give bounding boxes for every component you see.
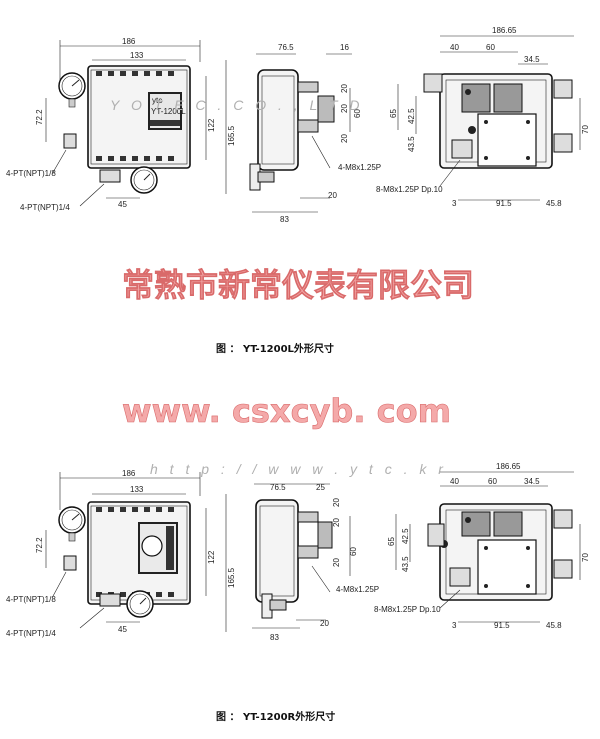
pressure-gauge-icon bbox=[58, 72, 86, 108]
svg-text:ytc: ytc bbox=[152, 96, 162, 105]
watermark-text: h t t p : / / w w w . y t c . k r bbox=[150, 461, 447, 477]
dim-label: 186.65 bbox=[492, 26, 517, 35]
dim-label: 60 bbox=[486, 43, 495, 52]
dim-label: 20 bbox=[328, 191, 337, 200]
caption-top: 图 ： YT-1200L外形尺寸 bbox=[216, 342, 334, 355]
pressure-gauge-icon bbox=[130, 166, 158, 194]
dim-label: 43.5 bbox=[401, 556, 410, 572]
dim-label: 25 bbox=[316, 483, 325, 492]
pressure-gauge-icon bbox=[126, 590, 154, 618]
dim-label: 20 bbox=[340, 134, 349, 143]
dim-label: 45.8 bbox=[546, 199, 562, 208]
pressure-gauge-icon bbox=[58, 506, 86, 542]
dim-label: 4-M8x1.25P bbox=[338, 163, 381, 172]
dim-label: 91.5 bbox=[494, 621, 510, 630]
top-front-view: ytc YT-1200L 186 133 72.2 122 165.5 bbox=[6, 37, 236, 212]
dim-label: 45.8 bbox=[546, 621, 562, 630]
dim-label: 186 bbox=[122, 37, 136, 46]
dim-label: 40 bbox=[450, 43, 459, 52]
nameplate: ytc YT-1200L bbox=[148, 92, 186, 130]
dim-label: 72.2 bbox=[35, 109, 44, 125]
dim-label: 83 bbox=[280, 215, 289, 224]
dim-label: 70 bbox=[581, 553, 590, 562]
dim-label: 8-M8x1.25P Dp.10 bbox=[376, 185, 443, 194]
svg-text:YT-1200L: YT-1200L bbox=[151, 107, 186, 116]
caption-bottom: 图 ： YT-1200R外形尺寸 bbox=[216, 710, 335, 723]
dim-label: 40 bbox=[450, 477, 459, 486]
dim-label: 186 bbox=[122, 469, 136, 478]
dim-label: 165.5 bbox=[227, 567, 236, 588]
dim-label: 83 bbox=[270, 633, 279, 642]
dim-label: 165.5 bbox=[227, 125, 236, 146]
bottom-front-view: 186 133 72.2 122 165.5 45 4-PT(NPT)1/8 4… bbox=[6, 469, 236, 638]
dim-label: 43.5 bbox=[407, 136, 416, 152]
dim-label: 60 bbox=[488, 477, 497, 486]
dim-label: 76.5 bbox=[278, 43, 294, 52]
dim-label: 76.5 bbox=[270, 483, 286, 492]
dim-label: 8-M8x1.25P Dp.10 bbox=[374, 605, 441, 614]
bottom-side-view: 76.5 25 20 20 60 20 4-M8x1.25P 20 83 bbox=[252, 483, 379, 642]
pressure-gauge-icon bbox=[261, 593, 287, 619]
dim-label: 133 bbox=[130, 485, 144, 494]
top-back-view: 186.65 40 60 34.5 65 42.5 43.5 70 8-M8x1… bbox=[376, 26, 590, 208]
dim-label: 65 bbox=[387, 537, 396, 546]
dim-label: 3 bbox=[452, 621, 457, 630]
dim-label: 20 bbox=[332, 518, 341, 527]
dim-label: 20 bbox=[340, 104, 349, 113]
nameplate bbox=[138, 522, 178, 574]
dim-label: 4-PT(NPT)1/8 bbox=[6, 169, 56, 178]
dim-label: 42.5 bbox=[401, 528, 410, 544]
pressure-gauge-icon bbox=[249, 163, 275, 191]
dim-label: 45 bbox=[118, 625, 127, 634]
dim-label: 20 bbox=[332, 498, 341, 507]
dim-label: 72.2 bbox=[35, 537, 44, 553]
dim-label: 60 bbox=[349, 547, 358, 556]
dim-label: 42.5 bbox=[407, 108, 416, 124]
dim-label: 45 bbox=[118, 200, 127, 209]
top-side-view: 76.5 16 20 20 60 20 4-M8x1.25P 20 83 bbox=[249, 43, 381, 224]
dim-label: 4-M8x1.25P bbox=[336, 585, 379, 594]
dim-label: 122 bbox=[207, 118, 216, 132]
dim-label: 20 bbox=[340, 84, 349, 93]
dim-label: 16 bbox=[340, 43, 349, 52]
dim-label: 34.5 bbox=[524, 55, 540, 64]
website-watermark: www. csxcyb. com bbox=[122, 392, 451, 430]
dim-label: 133 bbox=[130, 51, 144, 60]
company-watermark: 常熟市新常仪表有限公司 bbox=[122, 266, 474, 304]
dim-label: 20 bbox=[332, 558, 341, 567]
dim-label: 3 bbox=[452, 199, 457, 208]
dim-label: 122 bbox=[207, 550, 216, 564]
dim-label: 60 bbox=[353, 109, 362, 118]
dim-label: 4-PT(NPT)1/4 bbox=[6, 629, 56, 638]
dim-label: 186.65 bbox=[496, 462, 521, 471]
dim-label: 65 bbox=[389, 109, 398, 118]
watermark-text: Y O T E C . C O . , L T D bbox=[110, 97, 364, 113]
bottom-back-view: 186.65 40 60 34.5 65 42.5 43.5 70 8-M8x1… bbox=[374, 462, 590, 630]
dim-label: 91.5 bbox=[496, 199, 512, 208]
dim-label: 34.5 bbox=[524, 477, 540, 486]
dim-label: 4-PT(NPT)1/4 bbox=[20, 203, 70, 212]
dim-label: 4-PT(NPT)1/8 bbox=[6, 595, 56, 604]
dim-label: 20 bbox=[320, 619, 329, 628]
dim-label: 70 bbox=[581, 125, 590, 134]
